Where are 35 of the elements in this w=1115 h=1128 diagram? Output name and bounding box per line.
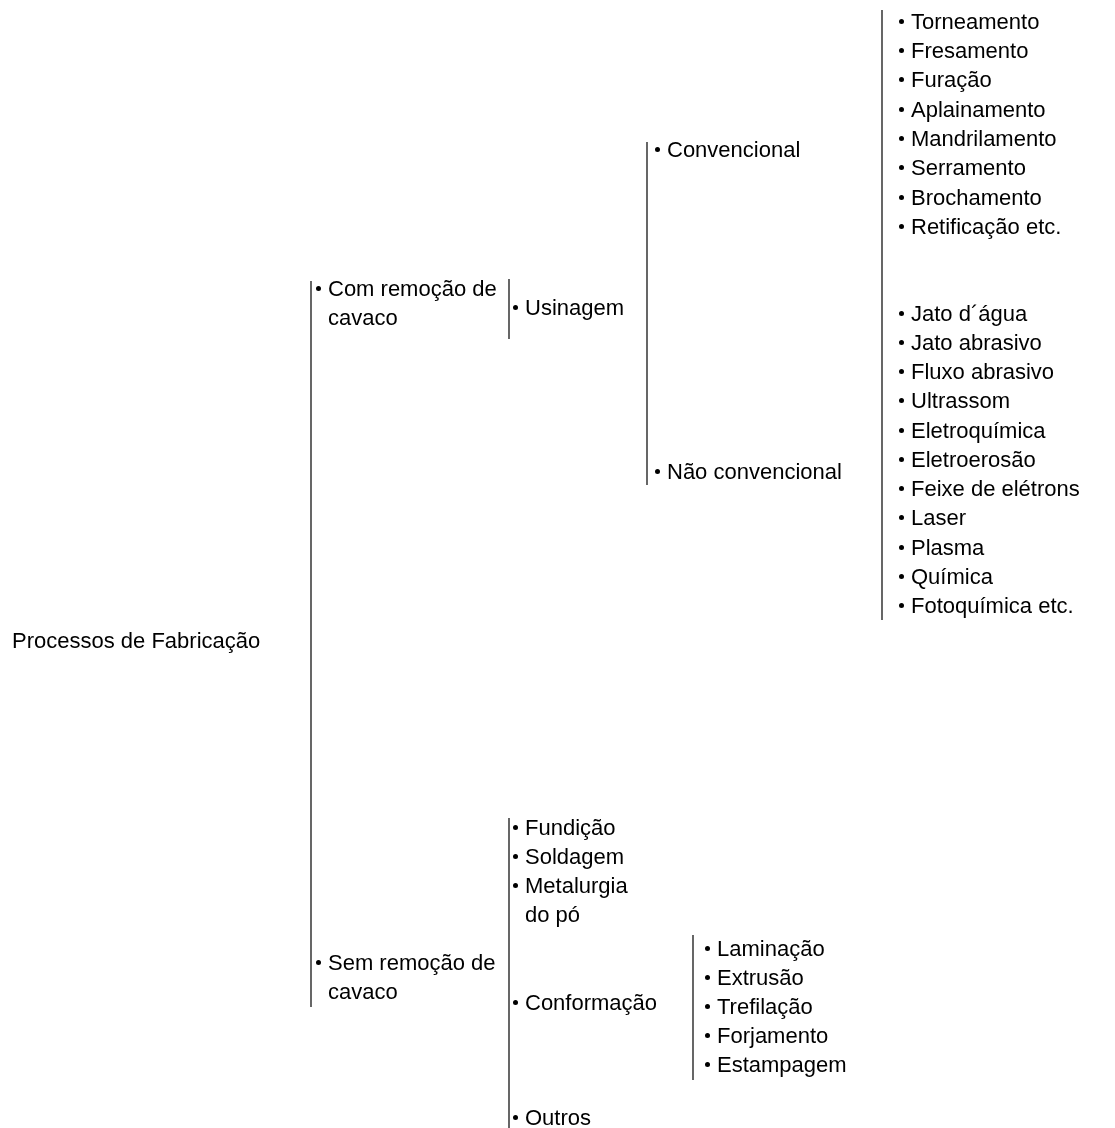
category-label: Estampagem	[717, 1050, 847, 1079]
category-label: Retificação etc.	[911, 212, 1062, 241]
category-label: Mandrilamento	[911, 124, 1057, 153]
category-label: Soldagem	[525, 842, 625, 871]
category-label: Outros	[525, 1103, 592, 1128]
category-label: Fresamento	[911, 36, 1029, 65]
category-label: Aplainamento	[911, 95, 1046, 124]
category-label: Não convencional	[667, 457, 842, 486]
category-label: Com remoção de cavaco	[328, 274, 498, 332]
category-label: Jato d´água	[911, 299, 1028, 328]
category-label: Metalurgia do pó	[525, 871, 629, 929]
category-label: Extrusão	[717, 963, 804, 992]
category-label: Convencional	[667, 135, 801, 164]
category-label: Sem remoção de cavaco	[328, 948, 497, 1006]
category-label: Conformação	[525, 988, 658, 1017]
category-label: Fotoquímica etc.	[911, 591, 1074, 620]
category-label: Usinagem	[525, 293, 625, 322]
category-label: Eletroquímica	[911, 416, 1046, 445]
category-label: Trefilação	[717, 992, 813, 1021]
category-label: Furação	[911, 65, 992, 94]
category-label: Processos de Fabricação	[12, 626, 261, 655]
category-label: Ultrassom	[911, 386, 1010, 415]
category-label: Serramento	[911, 153, 1026, 182]
category-label: Brochamento	[911, 183, 1042, 212]
category-label: Eletroerosão	[911, 445, 1036, 474]
category-label: Torneamento	[911, 7, 1040, 36]
category-label: Laminação	[717, 934, 825, 963]
category-label: Fluxo abrasivo	[911, 357, 1055, 386]
category-label: Feixe de elétrons	[911, 474, 1080, 503]
category-label: Fundição	[525, 813, 616, 842]
category-label: Jato abrasivo	[911, 328, 1042, 357]
category-label: Forjamento	[717, 1021, 829, 1050]
category-label: Laser	[911, 503, 967, 532]
category-label: Plasma	[911, 533, 985, 562]
category-label: Química	[911, 562, 993, 591]
